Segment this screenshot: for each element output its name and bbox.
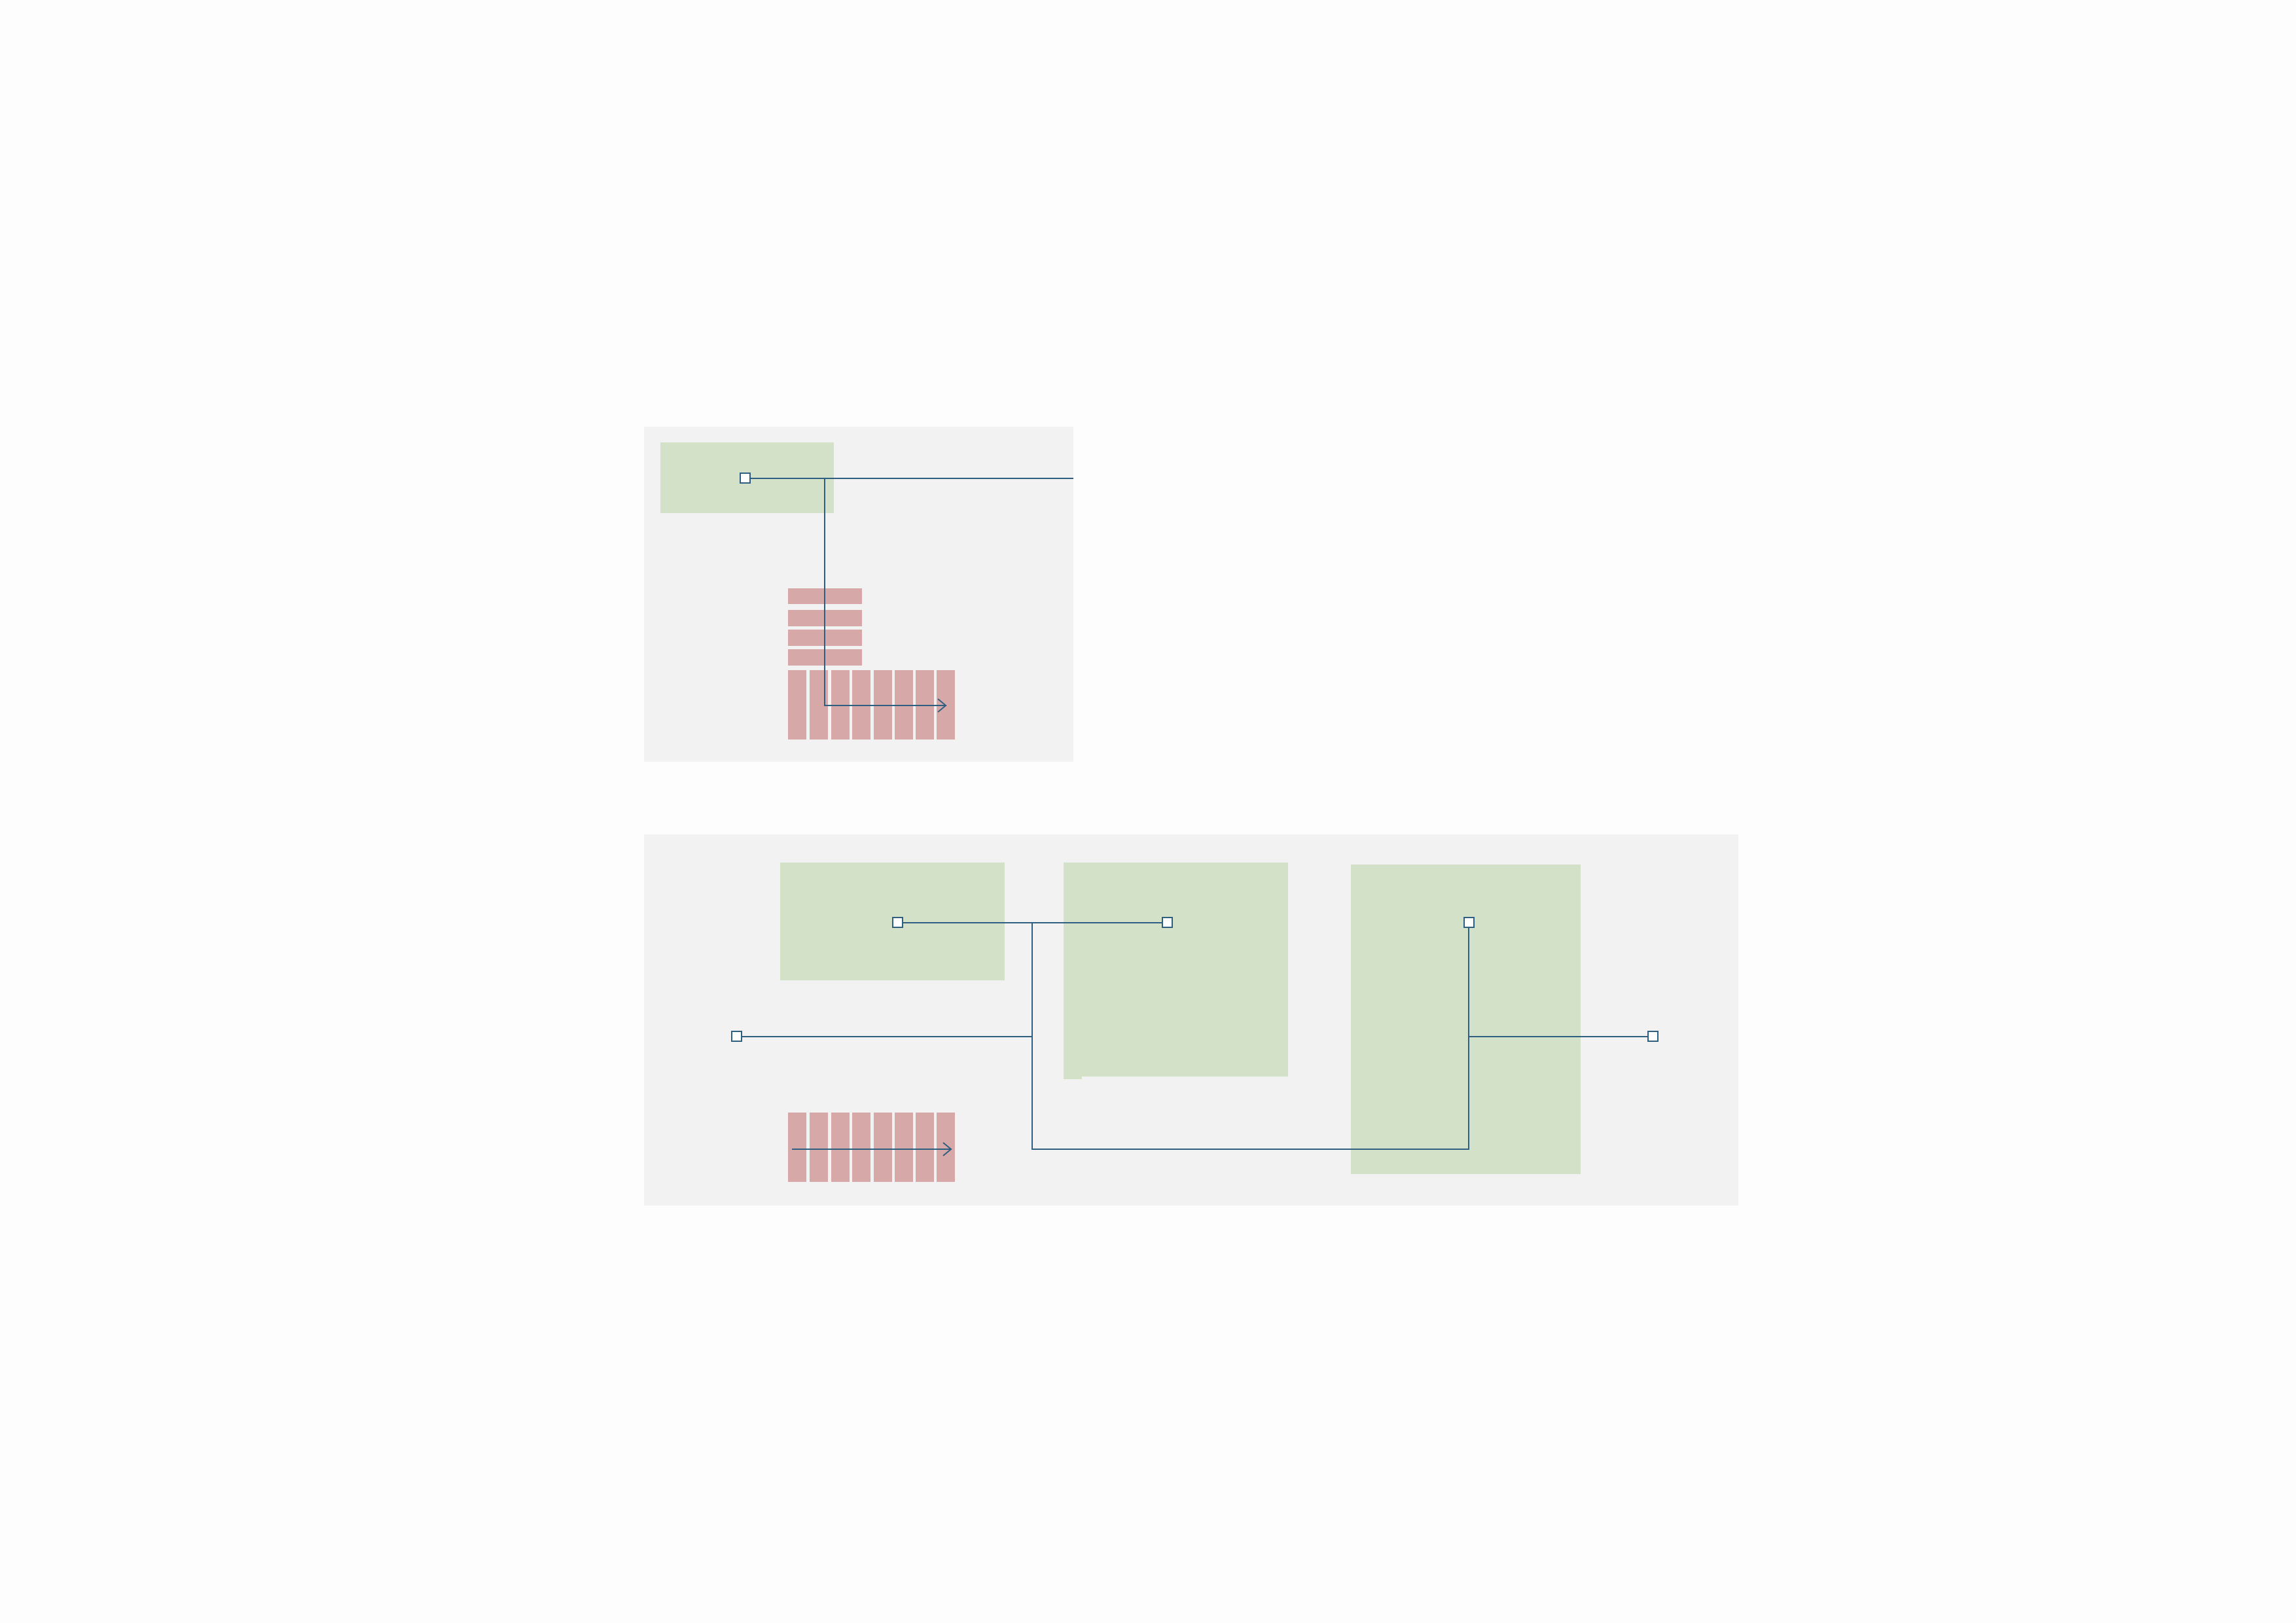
bottom-block-2-notch — [1064, 1076, 1082, 1079]
port-icon — [892, 917, 903, 928]
queue-bar — [810, 1113, 828, 1182]
queue-bar — [895, 1113, 913, 1182]
bottom-block-3 — [1351, 865, 1581, 1174]
queue-bar — [788, 1113, 806, 1182]
queue-bar — [916, 1113, 934, 1182]
bottom-row-queue — [788, 1113, 955, 1182]
arrow-head-icon — [942, 1142, 952, 1156]
arrow-head-icon — [937, 698, 947, 713]
ports — [731, 473, 1659, 1042]
queue-bar — [937, 1113, 955, 1182]
bottom-wires — [737, 922, 1653, 1156]
port-icon — [740, 473, 751, 484]
queue-bar — [874, 1113, 892, 1182]
port-icon — [1162, 917, 1173, 928]
top-wires — [749, 478, 1073, 713]
queue-bar — [852, 1113, 870, 1182]
port-icon — [731, 1031, 742, 1042]
queue-bar — [788, 670, 806, 740]
bottom-block-2 — [1064, 863, 1288, 1077]
wire — [824, 478, 946, 706]
port-icon — [1463, 917, 1475, 928]
queue-bar — [831, 1113, 850, 1182]
port-icon — [1647, 1031, 1659, 1042]
